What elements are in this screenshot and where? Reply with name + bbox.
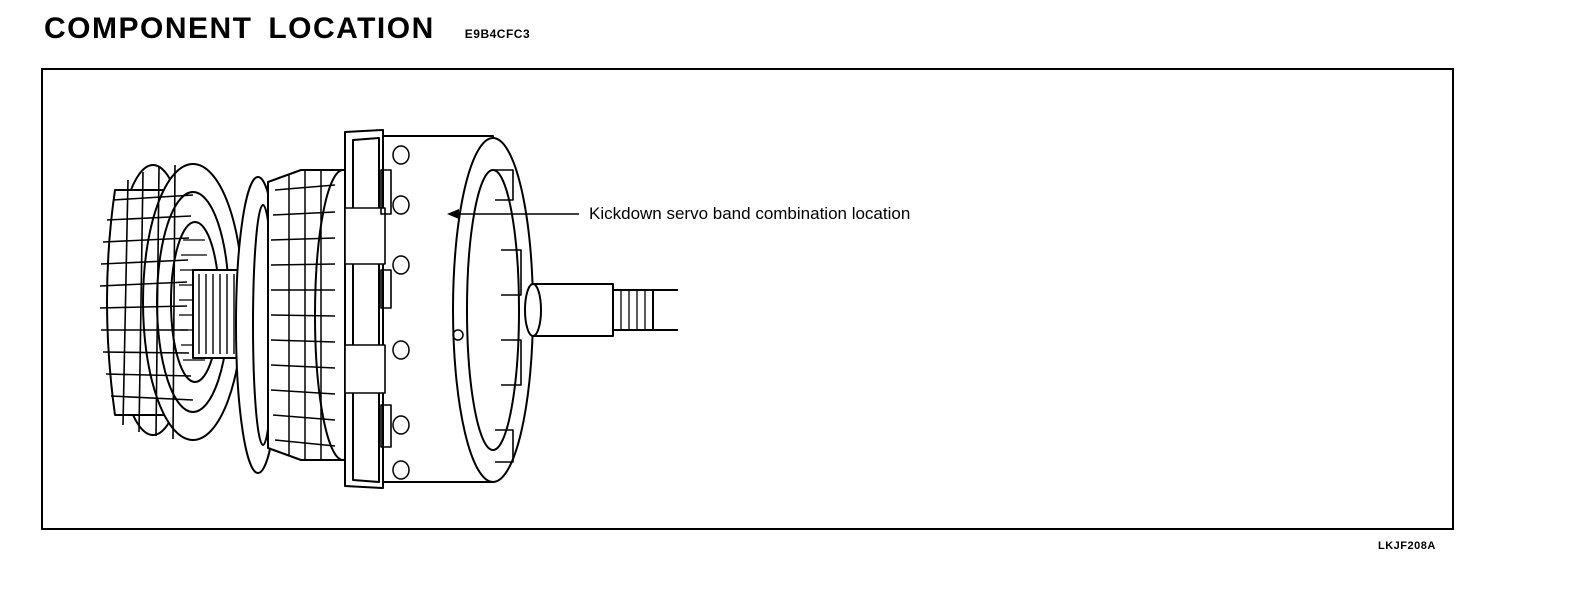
output-shaft: [524, 283, 678, 337]
kickdown-drum: [344, 129, 534, 489]
callout-label: Kickdown servo band combination location: [589, 204, 911, 223]
figure-reference: LKJF208A: [1378, 540, 1436, 552]
document-code: E9B4CFC3: [464, 27, 531, 41]
left-gear-drum: [99, 163, 244, 441]
callout-arrow: [447, 209, 579, 219]
page-header: COMPONENT LOCATION E9B4CFC3: [44, 12, 530, 46]
page-title: COMPONENT LOCATION: [44, 12, 435, 45]
diagram-frame: Kickdown servo band combination location: [41, 68, 1454, 530]
transmission-drum-illustration: [99, 129, 678, 489]
